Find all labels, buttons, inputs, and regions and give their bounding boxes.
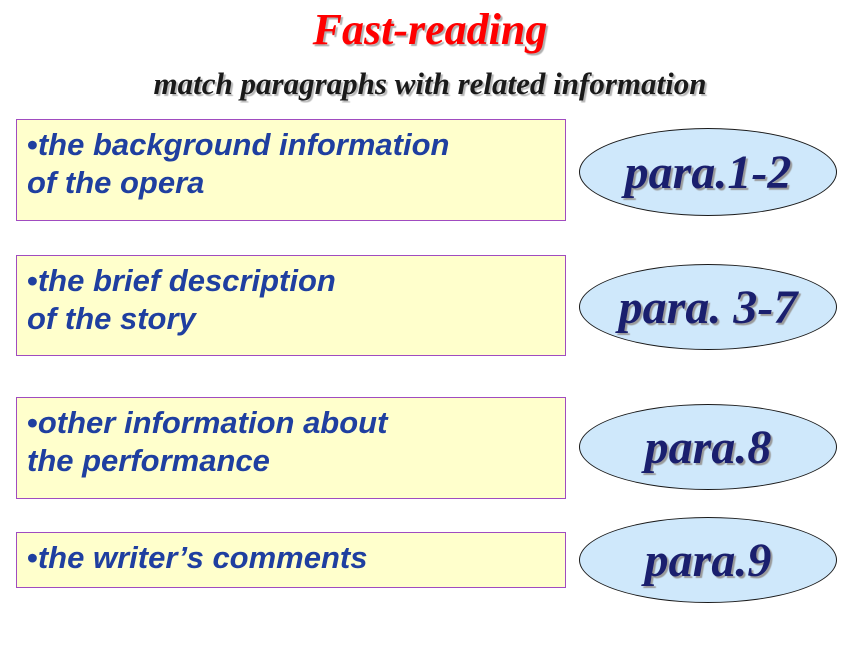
info-box-story: •the brief description of the story xyxy=(16,255,566,356)
info-text-comments: the writer’s comments xyxy=(37,540,368,575)
bullet-marker: • xyxy=(27,540,38,575)
bullet-marker: • xyxy=(27,127,38,162)
info-box-background: •the background information of the opera xyxy=(16,119,566,221)
para-oval-1-2: para.1-2 xyxy=(579,128,837,216)
para-label-9: para.9 xyxy=(644,533,772,587)
bullet-marker: • xyxy=(27,405,38,440)
info-text-performance: other information about the performance xyxy=(27,405,388,478)
info-text-background: the background information of the opera xyxy=(27,127,450,200)
para-oval-9: para.9 xyxy=(579,517,837,603)
para-label-8: para.8 xyxy=(644,420,772,474)
info-box-comments: •the writer’s comments xyxy=(16,532,566,588)
para-oval-3-7: para. 3-7 xyxy=(579,264,837,350)
info-box-performance: •other information about the performance xyxy=(16,397,566,499)
bullet-marker: • xyxy=(27,263,38,298)
info-text-story: the brief description of the story xyxy=(27,263,336,336)
para-oval-8: para.8 xyxy=(579,404,837,490)
para-label-1-2: para.1-2 xyxy=(624,145,792,199)
page-title: Fast-reading xyxy=(312,5,548,54)
para-label-3-7: para. 3-7 xyxy=(618,280,798,334)
page-subtitle: match paragraphs with related informatio… xyxy=(153,66,707,101)
